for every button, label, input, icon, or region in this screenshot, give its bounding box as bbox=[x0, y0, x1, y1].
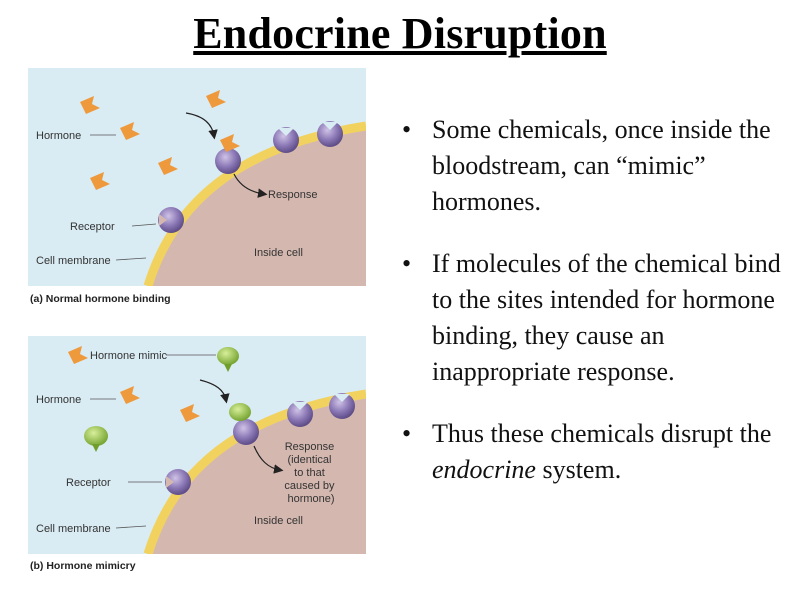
bullet-item: • Some chemicals, once inside the bloods… bbox=[400, 112, 790, 220]
receptor-label: Receptor bbox=[66, 477, 111, 489]
hormone-molecule bbox=[120, 122, 140, 140]
bullet-marker: • bbox=[402, 249, 412, 278]
response-label: Response (identical to that caused by ho… bbox=[284, 441, 337, 505]
bullet-list: • Some chemicals, once inside the bloods… bbox=[400, 112, 790, 514]
hormone-molecule-bound bbox=[220, 134, 240, 152]
bullet-item: • If molecules of the chemical bind to t… bbox=[400, 246, 790, 390]
figure-caption-b: (b) Hormone mimicry bbox=[30, 560, 136, 572]
cell-membrane-label: Cell membrane bbox=[36, 255, 111, 267]
bullet-text-emphasis: endocrine bbox=[432, 455, 536, 484]
normal-binding-figure: Hormone Receptor Cell membrane Inside ce… bbox=[28, 68, 366, 286]
hormone-molecule bbox=[158, 157, 178, 175]
receptor-bound bbox=[215, 148, 241, 174]
bullet-text: Some chemicals, once inside the bloodstr… bbox=[432, 115, 771, 216]
hormone-mimic-molecule-bound bbox=[229, 403, 251, 421]
bullet-item: • Thus these chemicals disrupt the endoc… bbox=[400, 416, 790, 488]
slide-title: Endocrine Disruption bbox=[193, 9, 607, 58]
bullet-text-start: Thus these chemicals disrupt the bbox=[432, 419, 772, 448]
receptor bbox=[165, 469, 191, 495]
normal-binding-diagram: Hormone Receptor Cell membrane Inside ce… bbox=[28, 68, 366, 286]
inside-cell-label: Inside cell bbox=[254, 247, 303, 259]
hormone-label: Hormone bbox=[36, 394, 81, 406]
response-arrow bbox=[233, 173, 268, 198]
bullet-text-end: system. bbox=[535, 455, 622, 484]
hormone-mimicry-figure: Hormone mimic Hormone Receptor Cell memb… bbox=[28, 336, 366, 554]
hormone-molecule bbox=[68, 346, 88, 364]
response-label: Response bbox=[268, 189, 318, 201]
hormone-molecule bbox=[206, 90, 226, 108]
hormone-molecule bbox=[180, 404, 200, 422]
receptor bbox=[317, 121, 343, 147]
receptor bbox=[287, 401, 313, 427]
hormone-mimic-molecule bbox=[217, 347, 239, 372]
cell-membrane-label: Cell membrane bbox=[36, 523, 111, 535]
inside-cell-region bbox=[148, 126, 366, 286]
figure-caption-a: (a) Normal hormone binding bbox=[30, 293, 171, 305]
bullet-marker: • bbox=[402, 115, 412, 144]
bullet-text: If molecules of the chemical bind to the… bbox=[432, 249, 781, 386]
inside-cell-region bbox=[148, 394, 366, 554]
bullet-marker: • bbox=[402, 419, 412, 448]
receptor bbox=[329, 393, 355, 419]
receptor bbox=[158, 207, 184, 233]
binding-arrow bbox=[199, 379, 230, 404]
hormone-mimic-label: Hormone mimic bbox=[90, 350, 168, 362]
cell-membrane bbox=[143, 389, 366, 554]
inside-cell-label: Inside cell bbox=[254, 515, 303, 527]
hormone-mimic-molecule bbox=[84, 426, 108, 452]
hormone-molecule bbox=[120, 386, 140, 404]
hormone-mimicry-diagram: Hormone mimic Hormone Receptor Cell memb… bbox=[28, 336, 366, 554]
binding-arrow bbox=[185, 112, 218, 140]
receptor-bound bbox=[233, 419, 259, 445]
receptor bbox=[273, 127, 299, 153]
hormone-label: Hormone bbox=[36, 130, 81, 142]
receptor-label: Receptor bbox=[70, 221, 115, 233]
hormone-molecule bbox=[90, 172, 110, 190]
hormone-molecule bbox=[80, 96, 100, 114]
response-arrow bbox=[253, 445, 284, 474]
